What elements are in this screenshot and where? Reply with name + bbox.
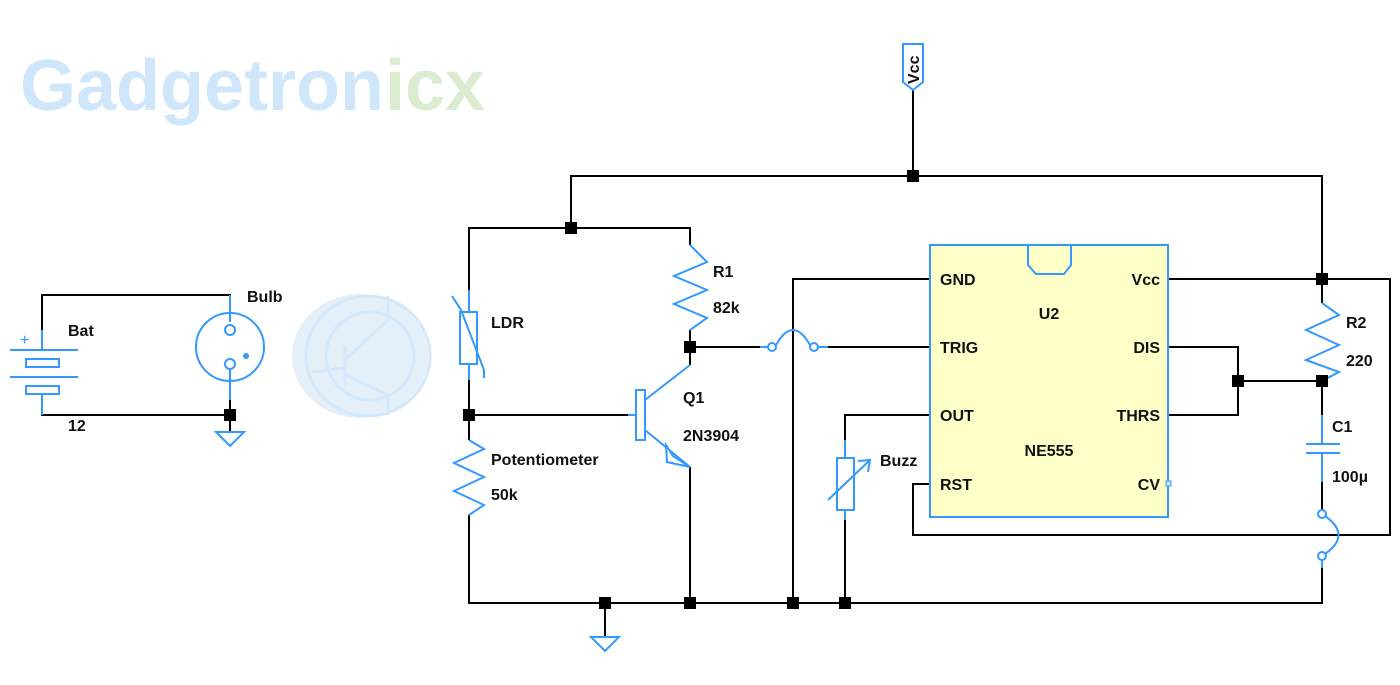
vcc-port: Vcc xyxy=(902,43,924,92)
c1-capacitor-symbol xyxy=(1306,415,1340,482)
watermark-text-tail: icx xyxy=(385,46,485,126)
battery-label: Bat xyxy=(68,323,94,340)
watermark-logo-ring xyxy=(304,294,432,418)
watermark-logo-disc xyxy=(292,294,428,418)
potentiometer-value: 50k xyxy=(491,487,518,504)
ic-ref: U2 xyxy=(1039,306,1060,323)
junctions xyxy=(463,170,1328,609)
buzzer-label: Buzz xyxy=(880,453,917,470)
junction-dot xyxy=(1316,273,1328,285)
wire-crossover xyxy=(1317,509,1340,568)
junction-dot xyxy=(684,597,696,609)
ic-pin-thrs: THRS xyxy=(1116,408,1160,425)
r1-value: 82k xyxy=(713,300,740,317)
junction-dot xyxy=(224,409,236,421)
ldr-symbol xyxy=(451,290,485,380)
r2-value: 220 xyxy=(1346,353,1373,370)
junction-dot xyxy=(1232,375,1244,387)
q1-value: 2N3904 xyxy=(683,428,739,445)
cv-pin-marker xyxy=(1165,480,1172,487)
ic-notch xyxy=(1027,245,1072,275)
buzzer-symbol xyxy=(827,440,872,520)
junction-dot xyxy=(565,222,577,234)
ic-pin-dis: DIS xyxy=(1133,340,1160,357)
ic-pin-cv: CV xyxy=(1138,477,1161,494)
r1-label: R1 xyxy=(713,264,734,281)
ic-pin-out: OUT xyxy=(940,408,974,425)
wire-crossover xyxy=(760,329,828,352)
q1-label: Q1 xyxy=(683,390,704,407)
r2-symbol xyxy=(1303,279,1342,382)
bulb-symbol xyxy=(195,295,265,400)
ldr-label: LDR xyxy=(491,315,524,332)
battery-symbol: + xyxy=(10,330,78,415)
junction-dot xyxy=(599,597,611,609)
battery-polarity: + xyxy=(20,332,29,349)
battery-value: 12 xyxy=(68,418,86,435)
ic-pin-gnd: GND xyxy=(940,272,976,289)
junction-dot xyxy=(839,597,851,609)
c1-label: C1 xyxy=(1332,419,1353,436)
ic-pin-vcc: Vcc xyxy=(1132,272,1161,289)
ic-pin-trig: TRIG xyxy=(940,340,978,357)
watermark-text-main: Gadgetron xyxy=(20,46,384,126)
potentiometer-label: Potentiometer xyxy=(491,452,599,469)
junction-dot xyxy=(684,341,696,353)
wires xyxy=(468,90,1391,637)
wire xyxy=(41,390,230,416)
junction-dot xyxy=(1316,375,1328,387)
bulb-label: Bulb xyxy=(247,289,283,306)
ground-icon xyxy=(213,431,247,448)
battery-bulb-circuit: + Bat 12 Bulb xyxy=(10,289,283,448)
r2-label: R2 xyxy=(1346,315,1367,332)
q1-transistor-symbol xyxy=(628,364,691,468)
junction-dot xyxy=(907,170,919,182)
ne555-ic: GND TRIG OUT RST Vcc DIS THRS CV U2 NE55… xyxy=(929,244,1172,518)
vcc-port-label: Vcc xyxy=(906,55,923,84)
ic-pin-rst: RST xyxy=(940,477,972,494)
ic-part: NE555 xyxy=(1025,443,1074,460)
junction-dot xyxy=(463,409,475,421)
junction-dot xyxy=(787,597,799,609)
c1-value: 100µ xyxy=(1332,469,1368,486)
watermark-text: Gadgetron icx xyxy=(20,46,485,126)
r1-symbol xyxy=(671,244,710,331)
watermark-transistor-icon xyxy=(311,296,390,415)
potentiometer-symbol xyxy=(451,439,487,516)
watermark xyxy=(292,294,432,418)
ground-icon xyxy=(588,636,622,653)
ic-body xyxy=(929,244,1169,518)
